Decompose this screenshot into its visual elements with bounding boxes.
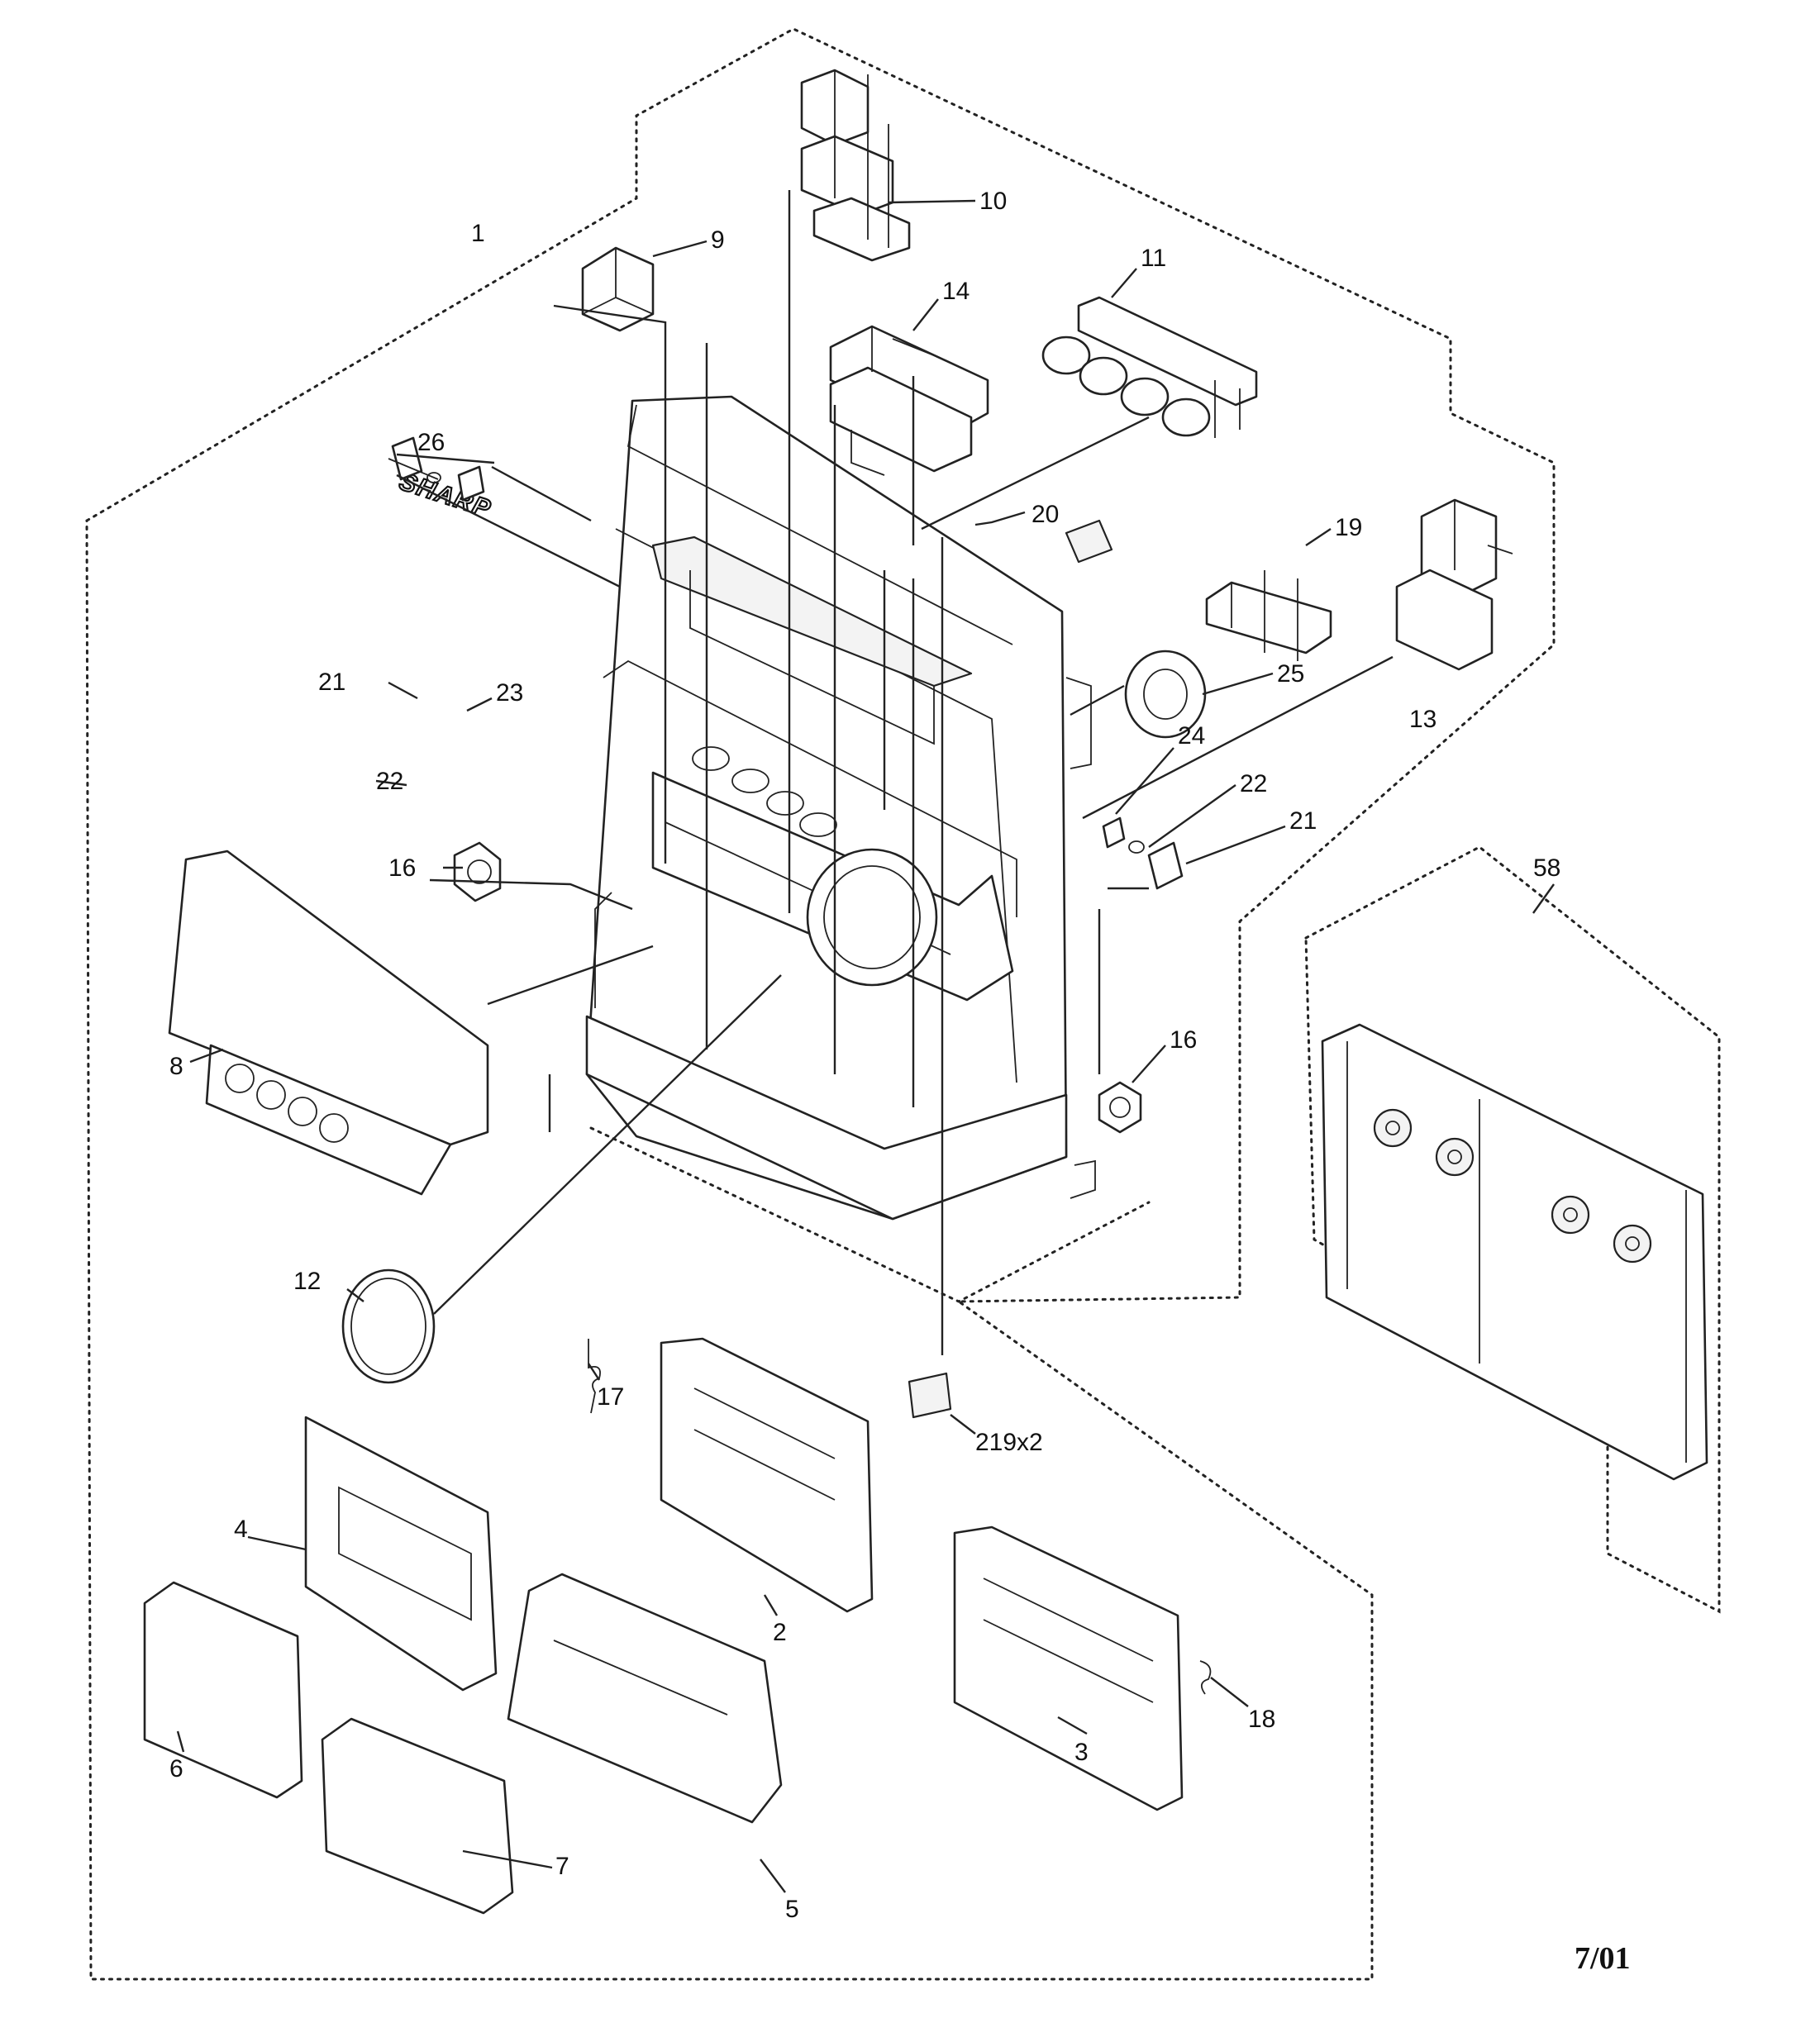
- part-24-22-21-right: [1102, 816, 1184, 890]
- callout-6: 6: [169, 1755, 183, 1782]
- callout-16-left: 16: [388, 854, 416, 882]
- callout-4: 4: [234, 1516, 248, 1543]
- callout-19: 19: [1335, 514, 1362, 541]
- group-boundary-main: [85, 27, 1556, 1981]
- part-12-ring: [341, 1268, 436, 1384]
- part-13-button-block: [1395, 498, 1513, 671]
- part-16-knob-right: [1098, 1081, 1142, 1134]
- part-14-button-block: [829, 325, 989, 476]
- part-11-button-row: [1041, 296, 1258, 438]
- callout-21-right: 21: [1289, 807, 1317, 835]
- callout-23: 23: [496, 679, 523, 707]
- part-58-tape-mechanism: [1321, 1023, 1708, 1481]
- front-cabinet: [585, 395, 1096, 1221]
- callout-20: 20: [1031, 501, 1059, 528]
- assembly-lines: [396, 190, 1394, 1355]
- callout-22-left: 22: [376, 768, 403, 795]
- callout-8: 8: [169, 1053, 183, 1080]
- part-219-pad: [908, 1372, 952, 1419]
- group-boundary-inner: [589, 1126, 1151, 1303]
- part-2-tray: [660, 1337, 874, 1613]
- callout-7: 7: [555, 1853, 569, 1880]
- part-18-spring: [1199, 1660, 1212, 1695]
- callout-13: 13: [1409, 706, 1436, 733]
- leader-lines: [176, 199, 1555, 1893]
- part-9-switch: [581, 246, 655, 332]
- part-21-22-23-left: [388, 436, 485, 502]
- part-16-knob-left: [453, 841, 502, 902]
- callout-22-right: 22: [1240, 770, 1267, 797]
- part-10-button-block: [800, 69, 911, 262]
- callout-16-right: 16: [1170, 1026, 1197, 1054]
- callout-1: 1: [471, 220, 485, 247]
- callout-14: 14: [942, 278, 970, 305]
- callout-5: 5: [785, 1896, 799, 1923]
- date-code: 7/01: [1575, 1941, 1631, 1976]
- callout-2: 2: [773, 1619, 787, 1646]
- callout-17: 17: [597, 1383, 624, 1411]
- callout-58: 58: [1533, 854, 1560, 882]
- callout-24: 24: [1178, 722, 1205, 750]
- part-5-cassette-lid: [507, 1573, 783, 1824]
- part-20-pad: [1065, 519, 1113, 564]
- part-4-cassette-lid: [304, 1416, 498, 1692]
- part-3-tray: [953, 1525, 1184, 1811]
- callout-12: 12: [293, 1268, 321, 1295]
- part-8-display-panel: [168, 850, 489, 1196]
- callout-219x2: 219x2: [975, 1429, 1043, 1456]
- callout-9: 9: [711, 226, 725, 254]
- callout-26: 26: [417, 429, 445, 456]
- callout-25: 25: [1277, 660, 1304, 688]
- callout-18: 18: [1248, 1706, 1275, 1733]
- part-7-cover: [321, 1717, 514, 1915]
- callout-labels: 1 9 10 11 14 26 20 19 25 13 21 23 22 24 …: [169, 188, 1560, 1923]
- callout-21-left: 21: [318, 669, 345, 696]
- part-19-bracket: [1205, 570, 1332, 661]
- part-6-cover: [143, 1581, 303, 1799]
- callout-3: 3: [1074, 1739, 1089, 1766]
- callout-11: 11: [1141, 245, 1166, 272]
- callout-10: 10: [979, 188, 1007, 215]
